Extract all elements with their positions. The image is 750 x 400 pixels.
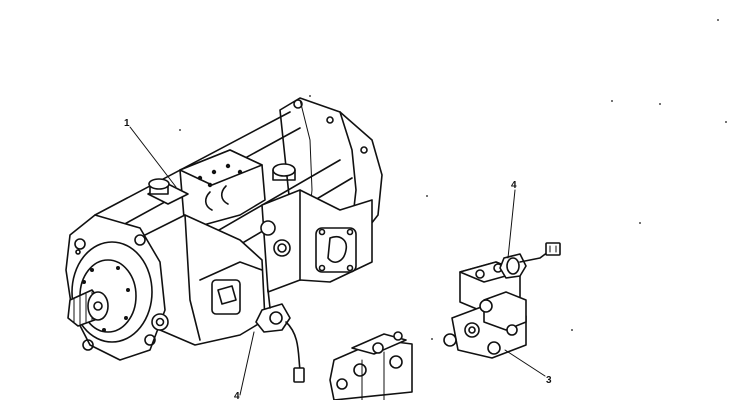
- callout-label-1: 1: [124, 118, 130, 129]
- callout-label-3: 3: [546, 375, 552, 386]
- callout-leaders: [129, 126, 546, 396]
- regulator-valve: [329, 331, 413, 400]
- callout-label-4-right: 4: [511, 180, 517, 191]
- pilot-valve-assembly: [443, 242, 561, 359]
- main-pump-assembly: [65, 97, 383, 361]
- callout-label-4-left: 4: [234, 391, 240, 400]
- solenoid-valve-left: [255, 289, 305, 383]
- scan-specks: [179, 19, 727, 340]
